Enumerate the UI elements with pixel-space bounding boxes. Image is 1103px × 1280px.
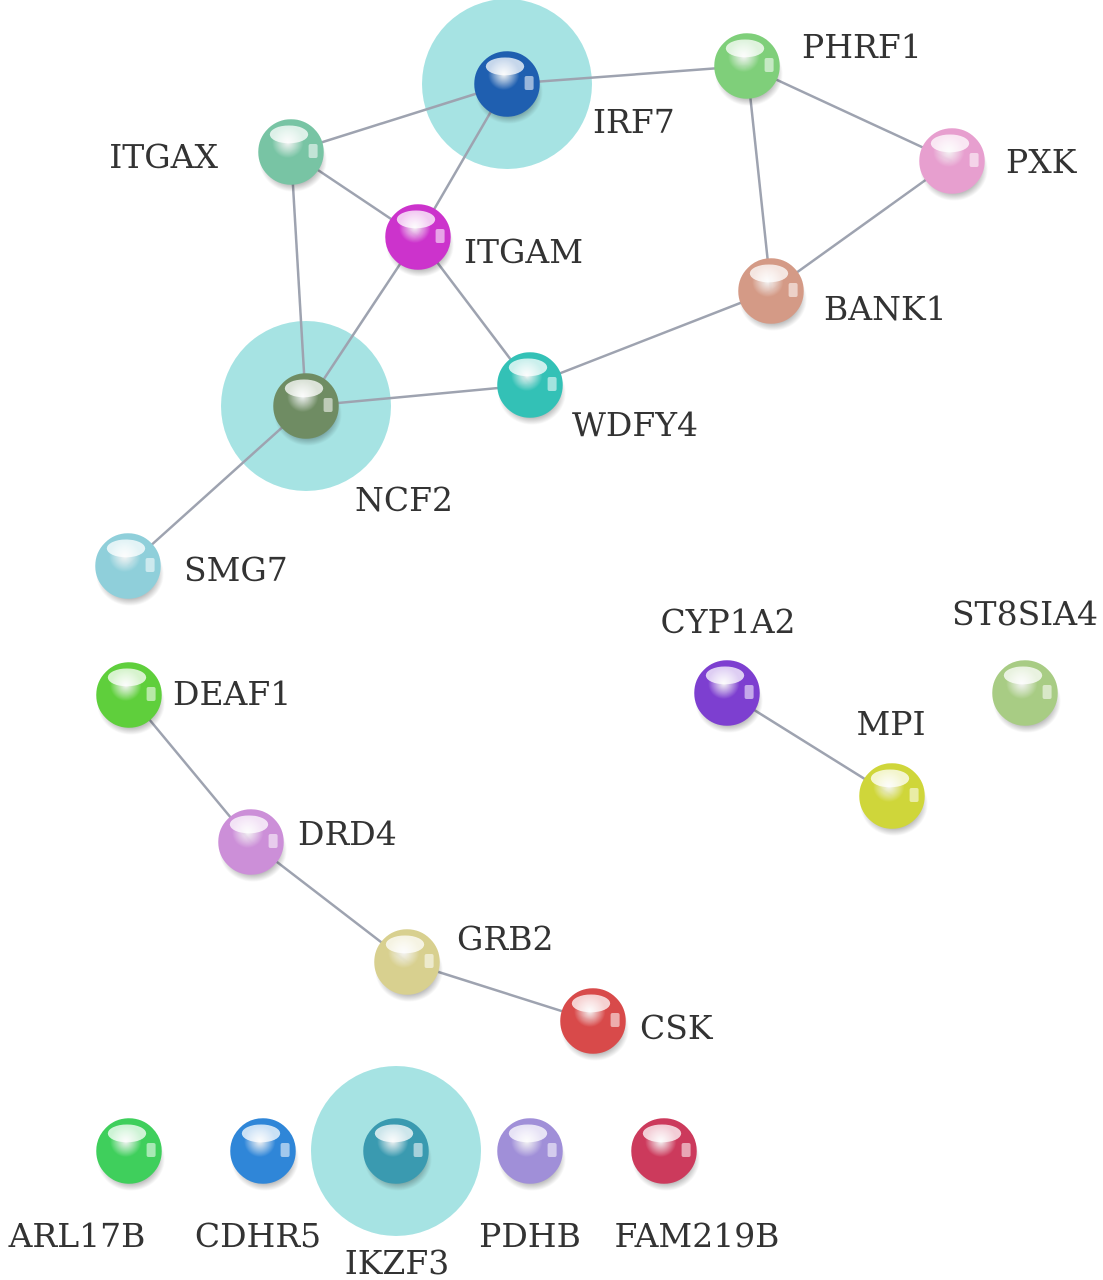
node-phrf1[interactable]	[714, 33, 783, 106]
node-arl17b[interactable]	[96, 1118, 165, 1191]
node-layer	[95, 33, 1061, 1191]
node-itgax[interactable]	[258, 119, 327, 192]
node-highlight-shine	[705, 666, 745, 685]
node-highlight-shine	[229, 815, 269, 834]
node-highlight-shine	[269, 125, 309, 144]
label-st8sia4: ST8SIA4	[952, 594, 1098, 633]
label-phrf1: PHRF1	[802, 27, 922, 66]
node-reflection	[547, 377, 557, 391]
label-irf7: IRF7	[593, 102, 675, 141]
label-csk: CSK	[640, 1008, 714, 1047]
node-bank1[interactable]	[738, 258, 807, 331]
label-deaf1: DEAF1	[173, 674, 291, 713]
node-highlight-shine	[385, 935, 425, 954]
node-mpi[interactable]	[859, 763, 928, 836]
edge-ncf2-smg7	[127, 405, 307, 567]
node-ncf2[interactable]	[273, 373, 342, 446]
node-highlight-shine	[508, 1124, 548, 1143]
node-reflection	[413, 1143, 423, 1157]
node-highlight-shine	[284, 379, 324, 398]
node-reflection	[524, 76, 534, 90]
node-reflection	[681, 1143, 691, 1157]
node-highlight-shine	[106, 539, 146, 558]
label-bank1: BANK1	[824, 289, 947, 328]
label-ikzf3: IKZF3	[345, 1243, 450, 1280]
edge-irf7-itgax	[290, 82, 508, 154]
edge-pxk-bank1	[770, 159, 953, 293]
node-cdhr5[interactable]	[230, 1118, 299, 1191]
node-ikzf3[interactable]	[363, 1118, 432, 1191]
node-reflection	[145, 558, 155, 572]
node-highlight-shine	[930, 134, 970, 153]
node-highlight-shine	[571, 994, 611, 1013]
node-pxk[interactable]	[919, 128, 988, 201]
node-reflection	[909, 788, 919, 802]
node-csk[interactable]	[560, 988, 629, 1061]
node-highlight-shine	[1003, 666, 1043, 685]
node-st8sia4[interactable]	[992, 660, 1061, 733]
node-highlight-shine	[241, 1124, 281, 1143]
node-reflection	[435, 229, 445, 243]
label-cdhr5: CDHR5	[195, 1216, 321, 1255]
node-itgam[interactable]	[385, 204, 454, 277]
node-reflection	[308, 144, 318, 158]
node-reflection	[146, 1143, 156, 1157]
label-smg7: SMG7	[184, 550, 288, 589]
edge-bank1-wdfy4	[529, 289, 772, 387]
node-highlight-shine	[374, 1124, 414, 1143]
node-reflection	[969, 153, 979, 167]
node-highlight-shine	[642, 1124, 682, 1143]
node-reflection	[764, 58, 774, 72]
node-wdfy4[interactable]	[497, 352, 566, 425]
edge-itgax-ncf2	[289, 151, 308, 407]
node-highlight-shine	[508, 358, 548, 377]
label-drd4: DRD4	[298, 814, 397, 853]
label-ncf2: NCF2	[355, 480, 453, 519]
edge-irf7-phrf1	[506, 64, 748, 86]
node-highlight-shine	[107, 1124, 147, 1143]
label-cyp1a2: CYP1A2	[660, 602, 795, 641]
node-cyp1a2[interactable]	[694, 660, 763, 733]
label-mpi: MPI	[856, 704, 925, 743]
label-grb2: GRB2	[457, 919, 553, 958]
node-reflection	[268, 834, 278, 848]
label-fam219b: FAM219B	[615, 1216, 780, 1255]
node-grb2[interactable]	[374, 929, 443, 1002]
label-pxk: PXK	[1006, 142, 1078, 181]
node-highlight-shine	[749, 264, 789, 283]
node-reflection	[547, 1143, 557, 1157]
node-reflection	[788, 283, 798, 297]
node-pdhb[interactable]	[497, 1118, 566, 1191]
node-fam219b[interactable]	[631, 1118, 700, 1191]
node-highlight-shine	[107, 668, 147, 687]
node-reflection	[280, 1143, 290, 1157]
node-reflection	[424, 954, 434, 968]
node-reflection	[610, 1013, 620, 1027]
label-arl17b: ARL17B	[8, 1216, 146, 1255]
node-irf7[interactable]	[474, 51, 543, 124]
node-reflection	[323, 398, 333, 412]
node-highlight-shine	[396, 210, 436, 229]
node-highlight-shine	[725, 39, 765, 58]
node-highlight-shine	[485, 57, 525, 76]
edge-ncf2-wdfy4	[305, 383, 531, 408]
node-smg7[interactable]	[95, 533, 164, 606]
node-highlight-shine	[870, 769, 910, 788]
label-pdhb: PDHB	[479, 1216, 581, 1255]
label-itgax: ITGAX	[109, 137, 218, 176]
label-itgam: ITGAM	[464, 232, 583, 271]
node-drd4[interactable]	[218, 809, 287, 882]
node-reflection	[146, 687, 156, 701]
node-reflection	[1042, 685, 1052, 699]
label-wdfy4: WDFY4	[572, 405, 698, 444]
node-reflection	[744, 685, 754, 699]
node-deaf1[interactable]	[96, 662, 165, 735]
